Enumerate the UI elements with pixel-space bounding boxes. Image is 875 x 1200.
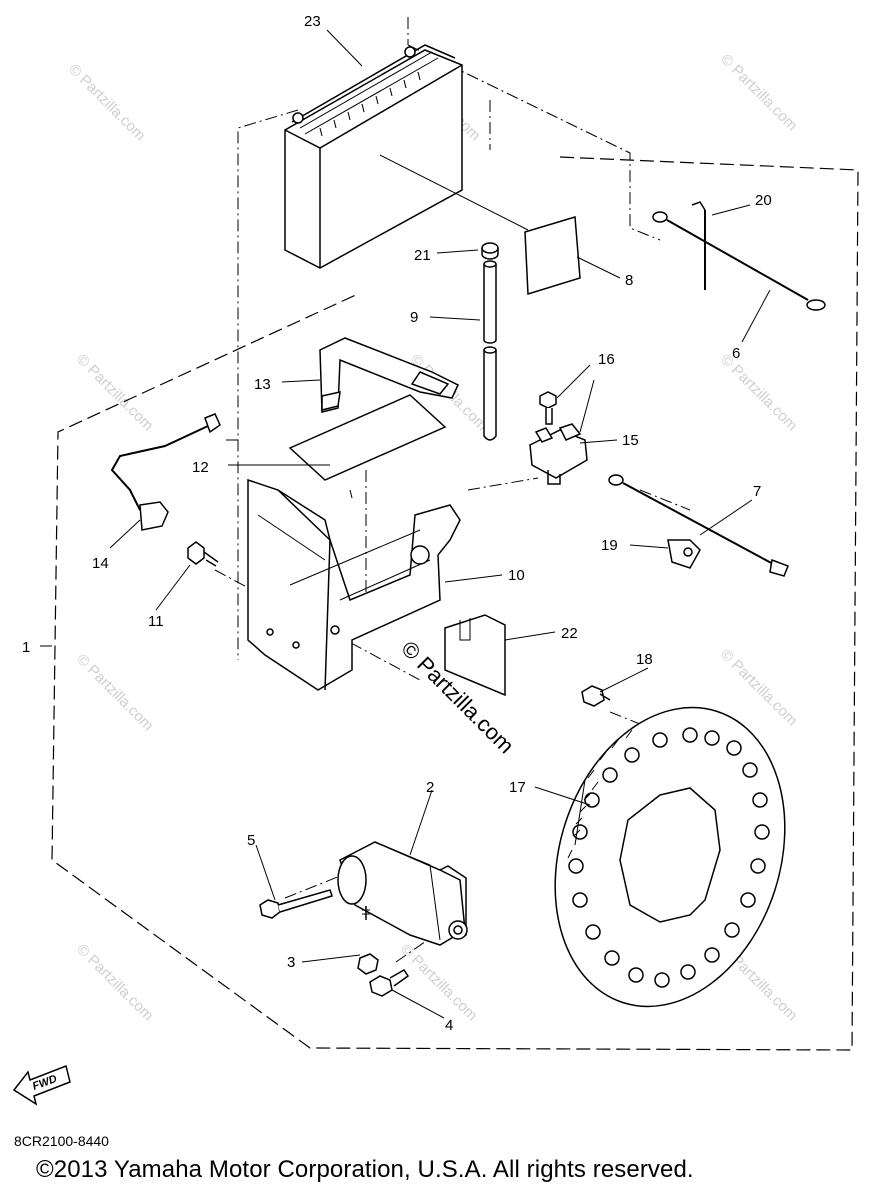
lead-20-part[interactable] (691, 201, 706, 290)
lead-wire-part[interactable] (110, 413, 221, 531)
breather-hose-part[interactable] (483, 260, 497, 441)
callout-18: 18 (636, 651, 653, 668)
battery-cover-part[interactable] (444, 614, 506, 697)
nut-part[interactable] (357, 953, 379, 975)
callout-14: 14 (92, 555, 109, 572)
bolt-18-part[interactable] (581, 685, 611, 707)
callout-22: 22 (561, 625, 578, 642)
assembly-boundary (51, 156, 859, 1051)
hose-clip-part[interactable] (481, 242, 499, 260)
callout-1: 1 (22, 639, 30, 656)
watermark: © Partzilla.com (65, 61, 148, 144)
callout-15: 15 (622, 432, 639, 449)
cover-sheet-part[interactable] (288, 394, 447, 481)
bolt-16-part[interactable] (539, 391, 557, 425)
copyright-notice: ©2013 Yamaha Motor Corporation, U.S.A. A… (36, 1156, 694, 1183)
watermark: © Partzilla.com (717, 51, 800, 134)
callout-7: 7 (753, 483, 761, 500)
starter-relay-part[interactable] (529, 379, 595, 485)
sensor-rotor-part[interactable] (518, 677, 822, 1036)
fwd-arrow-icon: FWD (12, 1064, 71, 1106)
callout-23: 23 (304, 13, 321, 30)
callout-17: 17 (509, 779, 526, 796)
callout-5: 5 (247, 832, 255, 849)
watermark: © Partzilla.com (73, 651, 156, 734)
starter-motor-part[interactable] (337, 841, 468, 946)
battery-band-part[interactable] (319, 337, 459, 413)
callout-12: 12 (192, 459, 209, 476)
callout-20: 20 (755, 192, 772, 209)
callout-11: 11 (148, 613, 164, 630)
diagram-code: 8CR2100-8440 (14, 1133, 109, 1149)
callout-4: 4 (445, 1017, 453, 1034)
callout-16: 16 (598, 351, 615, 368)
callout-10: 10 (508, 567, 525, 584)
callout-19: 19 (601, 537, 618, 554)
callout-21: 21 (414, 247, 431, 264)
bolt-5-part[interactable] (259, 889, 333, 919)
callout-labels: 23 20 21 8 9 6 13 16 15 12 7 19 14 10 11… (22, 13, 772, 1034)
battery-cable-6-part[interactable] (652, 211, 826, 311)
battery-box-part[interactable] (247, 478, 461, 691)
watermark: © Partzilla.com (397, 941, 480, 1024)
pad-part[interactable] (524, 216, 581, 296)
callout-6: 6 (732, 345, 740, 362)
clamp-part[interactable] (667, 539, 701, 569)
watermark: © Partzilla.com (73, 941, 156, 1024)
watermark: © Partzilla.com (717, 351, 800, 434)
bolt-11-part[interactable] (187, 541, 219, 567)
callout-2: 2 (426, 779, 434, 796)
callout-8: 8 (625, 272, 633, 289)
callout-13: 13 (254, 376, 271, 393)
callout-3: 3 (287, 954, 295, 971)
callout-leaders (40, 29, 771, 1019)
battery-cable-7-part[interactable] (608, 474, 789, 577)
callout-9: 9 (410, 309, 418, 326)
bolt-4-part[interactable] (369, 969, 410, 997)
battery-part[interactable] (284, 44, 529, 269)
